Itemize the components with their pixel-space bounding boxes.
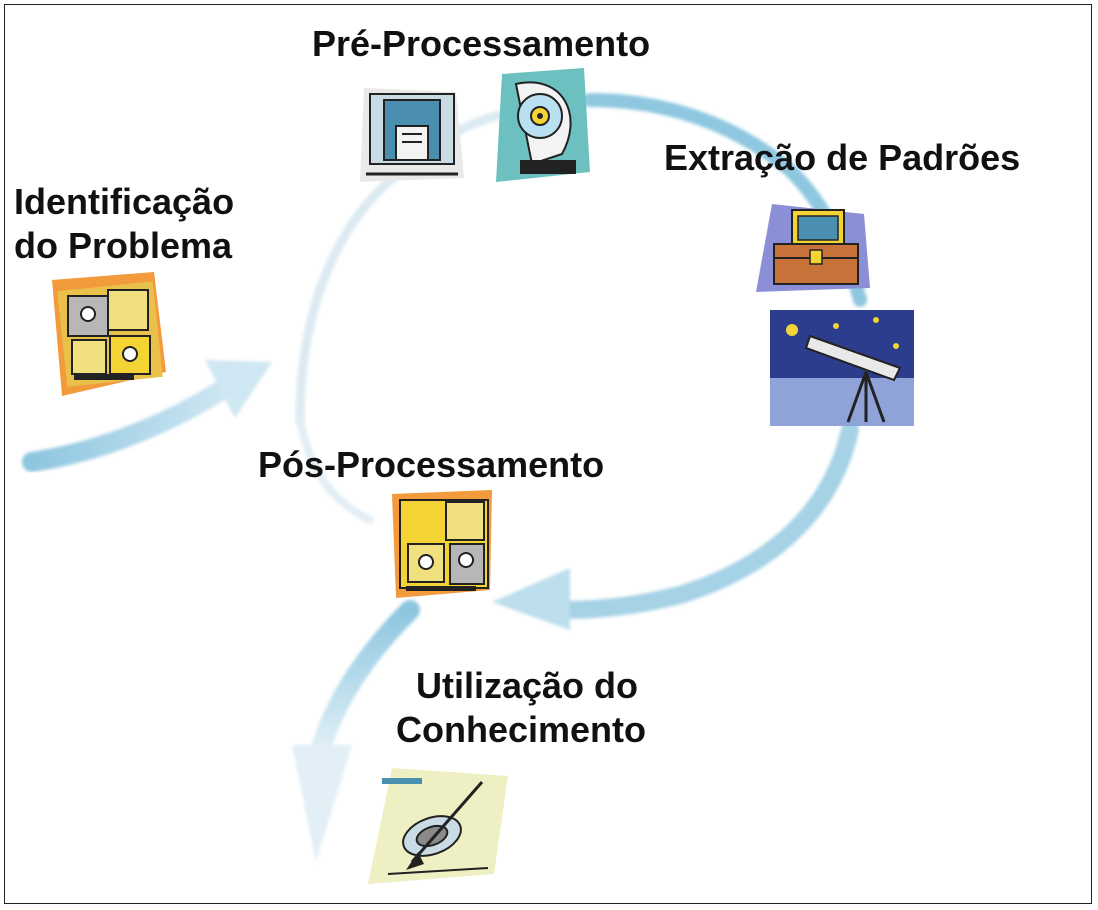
label-extracao: Extração de Padrões [664,137,1021,178]
arc-to-postprocessing [492,421,859,630]
arc-pos-back [296,416,374,524]
label-identificacao: Identificação do Problema [14,180,234,268]
label-utilizacao-line1: Utilização do [415,665,639,706]
puzzle-pieces-icon [392,490,492,598]
cd-head-icon [496,68,590,182]
treasure-chest-icon [756,204,870,292]
label-utilizacao-line2: Conhecimento [396,709,647,750]
telescope-icon [770,310,914,426]
puzzle-icon [52,272,166,396]
floppy-gate-icon [360,88,464,182]
label-posprocessamento: Pós-Processamento [258,444,605,485]
arc-to-utilization [292,600,420,862]
entry-arrow [22,360,272,472]
label-utilizacao: Utilização do Conhecimento [396,664,646,752]
label-preprocessamento: Pré-Processamento [312,23,651,64]
label-identificacao-line1: Identificação [14,181,235,222]
arrow-target-icon [368,768,508,884]
label-identificacao-line2: do Problema [14,225,233,266]
